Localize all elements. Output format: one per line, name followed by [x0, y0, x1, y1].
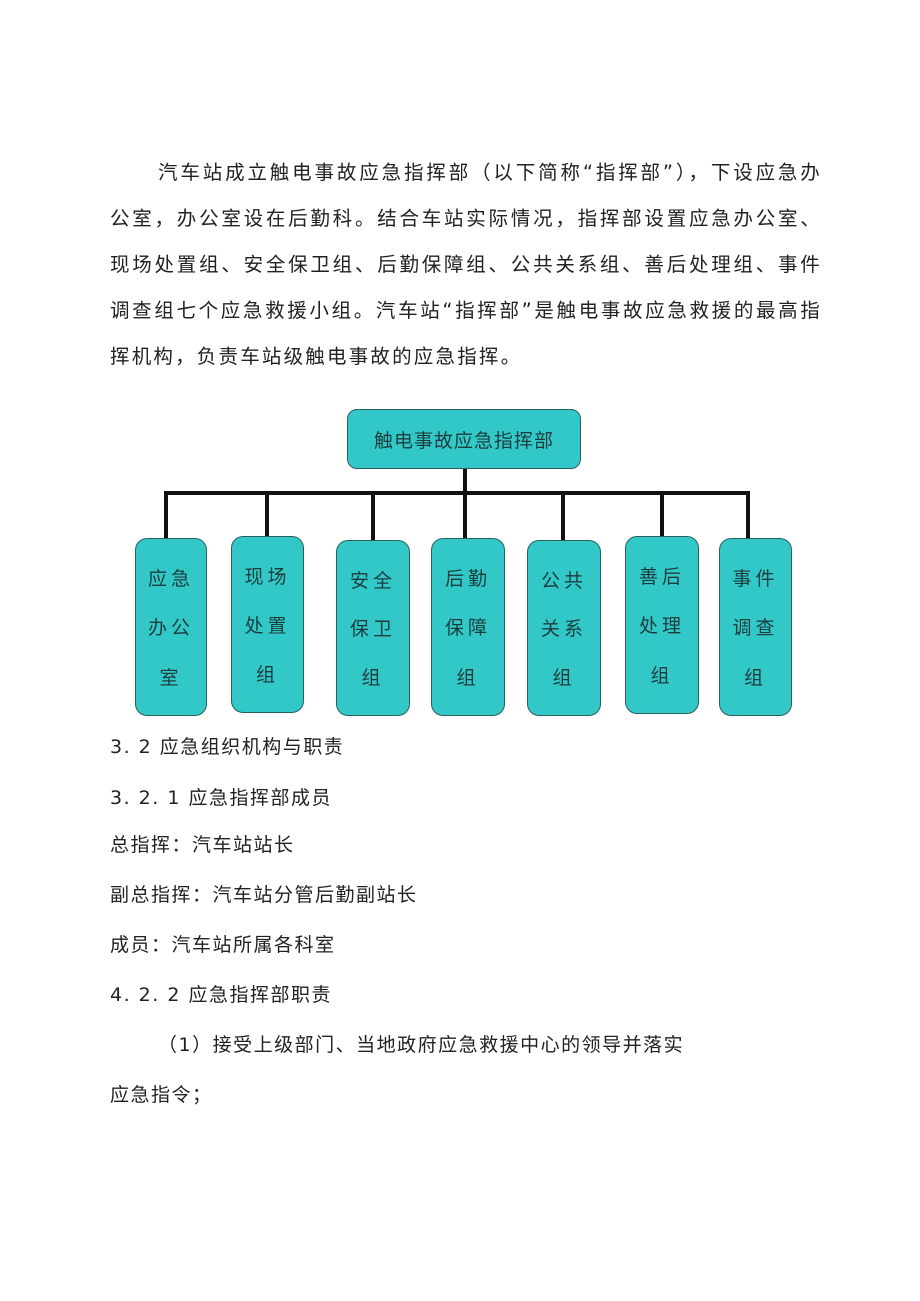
- intro-paragraph: 汽车站成立触电事故应急指挥部（以下简称“指挥部”），下设应急办公室，办公室设在后…: [110, 161, 822, 368]
- deputy-line: 副总指挥：汽车站分管后勤副站长: [110, 884, 418, 906]
- connector-drop: [265, 493, 269, 536]
- org-child-box: 后勤保障组: [431, 538, 505, 716]
- org-child-label: 安全: [349, 569, 396, 592]
- connector-drop: [164, 493, 168, 538]
- org-child-box: 安全保卫组: [336, 540, 410, 716]
- org-child-label: 组: [361, 667, 385, 690]
- org-child-box: 事件调查组: [719, 538, 792, 716]
- org-child-box: 善后处理组: [625, 536, 699, 714]
- connector-drop: [660, 493, 664, 536]
- org-child-label: 组: [255, 664, 279, 686]
- section-heading-3-2: 3. 2 应急组织机构与职责: [110, 736, 345, 758]
- org-root-label: 触电事故应急指挥部: [373, 429, 554, 452]
- org-child-label: 应急: [147, 568, 194, 591]
- org-child-label: 组: [552, 667, 576, 690]
- org-child-label: 调查: [732, 617, 779, 640]
- org-child-label: 保障: [444, 617, 491, 640]
- org-child-label: 公共: [540, 569, 587, 592]
- org-child-label: 室: [159, 666, 183, 689]
- org-child-label: 后勤: [444, 568, 491, 591]
- org-child-label: 事件: [732, 568, 779, 591]
- org-child-label: 办公: [147, 617, 194, 640]
- org-child-box: 现场处置组: [231, 536, 304, 713]
- org-child-label: 处理: [638, 615, 685, 638]
- connector-drop: [463, 493, 467, 538]
- section-heading-4-2-2: 4. 2. 2 应急指挥部职责: [110, 984, 332, 1006]
- duty-item-1-cont: 应急指令；: [110, 1084, 213, 1106]
- org-child-label: 保卫: [349, 618, 396, 641]
- commander-line: 总指挥：汽车站站长: [110, 834, 295, 856]
- connector-drop: [371, 493, 375, 540]
- org-child-label: 善后: [638, 566, 685, 589]
- duty-item-1: （1）接受上级部门、当地政府应急救援中心的领导并落实: [158, 1034, 685, 1056]
- org-child-label: 现场: [244, 566, 291, 588]
- connector-drop: [746, 493, 750, 538]
- org-child-label: 组: [650, 664, 674, 687]
- org-child-label: 组: [456, 666, 480, 689]
- org-child-label: 关系: [540, 618, 587, 641]
- org-child-label: 组: [743, 666, 767, 689]
- connector-trunk: [463, 469, 467, 495]
- section-heading-3-2-1: 3. 2. 1 应急指挥部成员: [110, 787, 332, 809]
- connector-drop: [561, 493, 565, 540]
- connector-horizontal: [164, 491, 750, 495]
- members-line: 成员：汽车站所属各科室: [110, 934, 336, 956]
- org-root-box: 触电事故应急指挥部: [347, 409, 581, 469]
- org-child-box: 应急办公室: [135, 538, 207, 716]
- org-child-label: 处置: [244, 615, 291, 637]
- org-child-box: 公共关系组: [527, 540, 601, 716]
